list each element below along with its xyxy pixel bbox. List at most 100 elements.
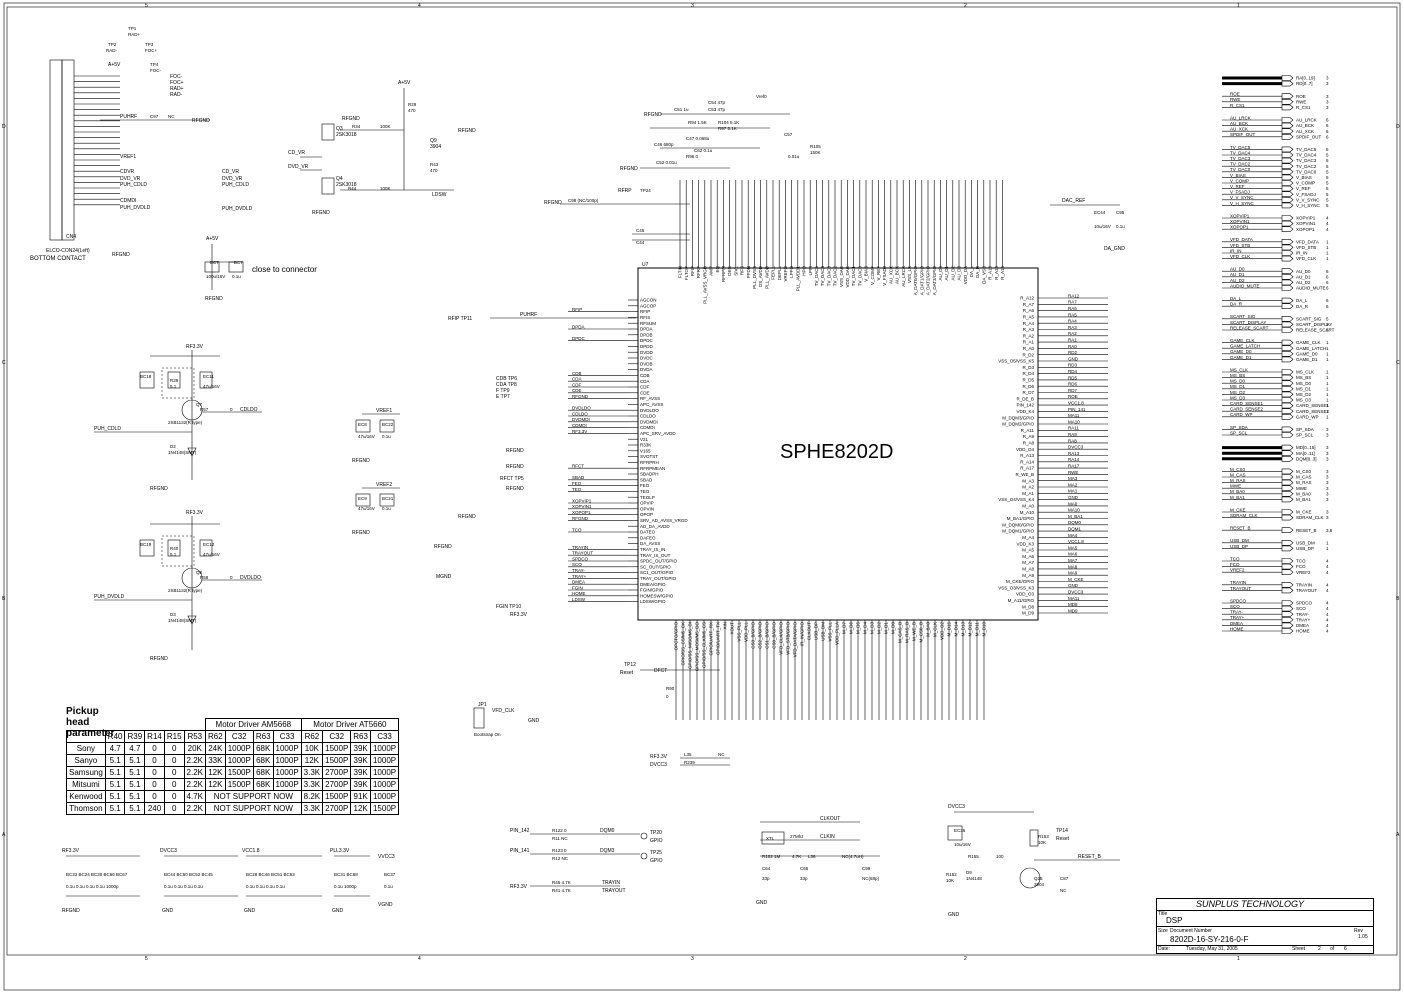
rfgnd-vref1: RFGND: [352, 458, 370, 464]
pickup-value-cell: 8.2K: [300, 790, 324, 803]
left-pin-name: APC_AVSS: [640, 402, 663, 407]
right-net-label: VCC1.8: [1068, 401, 1084, 406]
port-net-label: TV_DAC2: [1296, 164, 1317, 169]
right-pin-name: R_A3: [1023, 327, 1035, 332]
pickup-value-cell: 1000P: [272, 754, 302, 767]
port-net-label: CARD_SENSE2: [1296, 409, 1330, 414]
port-net-left: MS_D2: [1230, 390, 1246, 395]
pickup-brand-cell: Samsung: [66, 766, 106, 779]
port-net-left: IR_IN: [1230, 248, 1242, 253]
port-net-label: M_BA1: [1296, 497, 1311, 502]
vref1-cap: VREF1: [376, 408, 392, 414]
port-net-left: M_CS0: [1230, 467, 1246, 472]
top-pin-name: LPFO: [789, 266, 794, 278]
dvcc3-decap: DVCC3: [160, 848, 177, 854]
pickup-header-cell: C32: [322, 730, 352, 743]
rfgnd-vref2: RFGND: [352, 530, 370, 536]
port-sheet-num: 4: [1326, 582, 1329, 587]
date-value: Tuesday, May 31, 2005: [1186, 946, 1238, 952]
right-pin-name: R_A17: [1020, 466, 1034, 471]
port-symbol: [1281, 345, 1294, 352]
svg-text:CDA TP8: CDA TP8: [496, 382, 517, 388]
svg-text:BC18: BC18: [140, 374, 152, 379]
pickup-table-grid: Motor Driver AM5668 Motor Driver AT5660 …: [66, 718, 400, 815]
svg-text:0: 0: [230, 407, 233, 412]
port-net-label: MWE: [1296, 486, 1307, 491]
right-net-label: MA10: [1068, 508, 1080, 513]
main-chip-label: SPHE8202D: [780, 441, 893, 463]
port-symbol: [1281, 468, 1294, 475]
left-pin-name: DA_AVSS: [640, 541, 660, 546]
sheet-inner-border: [6, 6, 1398, 956]
pickup-brand-cell: Sanyo: [66, 754, 106, 767]
right-net-label: RA5: [1068, 312, 1077, 317]
port-sheet-num: 3: [1326, 469, 1329, 474]
port-symbol: [1281, 297, 1294, 304]
port-symbol: [1281, 628, 1294, 634]
svg-text:BC32 BC24 BC30 BC66 BC67: BC32 BC24 BC30 BC66 BC67: [66, 872, 128, 877]
right-net-label: RA14: [1068, 457, 1080, 462]
grid-row-left: A: [2, 832, 6, 838]
tp1-net: RAD+: [128, 32, 141, 37]
pickup-value-cell: 39K: [350, 754, 371, 767]
port-net-left: SCART_SIG: [1230, 314, 1256, 319]
port-sheet-num: 4: [1326, 623, 1329, 628]
port-net-left: V_V_SYNC: [1230, 195, 1254, 200]
port-sheet-num: 3: [1326, 456, 1329, 461]
pickup-value-cell: 1000P: [369, 754, 400, 767]
pickup-value-cell: 12K: [205, 766, 226, 779]
rfgnd-teolp: RFGND: [458, 514, 476, 520]
port-net-label: M_BA0: [1296, 491, 1311, 496]
port-net-label: AUDIO_MUTE: [1296, 286, 1326, 291]
reset-tp14: Reset: [1056, 836, 1070, 842]
left-pin-name: APC_SRV_AVDD: [640, 431, 676, 436]
right-net-label: RD6: [1068, 382, 1077, 387]
port-net-left: GAME_LATCH: [1230, 344, 1260, 349]
port-sheet-num: 5: [1326, 186, 1329, 191]
top-pin-name: TV_DAC0: [857, 266, 862, 287]
port-net-left: SP_SDA: [1230, 425, 1248, 430]
port-sheet-num: 6: [1326, 280, 1329, 285]
port-symbol: [1281, 514, 1294, 521]
pickup-value-cell: 1000P: [224, 742, 254, 755]
svg-text:EC8: EC8: [358, 422, 367, 427]
port-net-label: VFD_DATA: [1296, 239, 1319, 244]
port-sheet-num: 1: [1326, 256, 1329, 261]
bottom-pin-name: VDD_PLL: [744, 622, 749, 643]
q7-laser-driver: RF3.3V BC18 R39 5.1 EC11 47u/16V Q7 2SB1…: [94, 344, 262, 492]
sheet-value: 2: [1318, 946, 1321, 952]
left-pin-name: DPDA: [640, 327, 653, 332]
port-symbol: [1281, 622, 1294, 629]
top-pin-name: DA_R: [975, 265, 980, 278]
right-pin-name: R_A4: [1023, 321, 1035, 326]
port-symbol: [1281, 99, 1294, 105]
port-net-left: DA_L: [1230, 296, 1242, 301]
port-symbol: [1281, 385, 1294, 392]
puhcdld-out: PUH_CDLD: [222, 182, 249, 188]
svg-text:0.1u: 0.1u: [382, 434, 391, 439]
right-pin-name: R_D3: [1022, 365, 1034, 370]
bottom-pin-name: M_D0: [891, 622, 896, 635]
port-sheet-num: 3: [1326, 451, 1329, 456]
top-pin-name: V_FSADJ: [882, 266, 887, 286]
right-pin-name: M_A10: [1020, 510, 1035, 515]
svg-text:R105: R105: [810, 144, 821, 149]
pickup-value-cell: 39K: [350, 766, 371, 779]
pickup-header-cell: C33: [369, 730, 400, 743]
port-symbol: [1281, 408, 1294, 415]
port-sheet-num: 5: [1326, 158, 1329, 163]
right-pin-name: VDD_O4: [1016, 447, 1035, 452]
left-pin-name: SVOTST: [640, 454, 658, 459]
port-symbol: [1281, 80, 1294, 87]
right-pin-name: R_A8: [1023, 441, 1035, 446]
port-sheet-num: 6: [1326, 304, 1329, 309]
port-symbol: [1281, 413, 1294, 420]
pickup-header-cell: C32: [224, 730, 254, 743]
pickup-value-cell: 24K: [205, 742, 226, 755]
svg-text:R96 0: R96 0: [686, 154, 699, 159]
q25-part: 3904: [1034, 882, 1045, 887]
top-pin-name: DEG: [727, 266, 732, 276]
